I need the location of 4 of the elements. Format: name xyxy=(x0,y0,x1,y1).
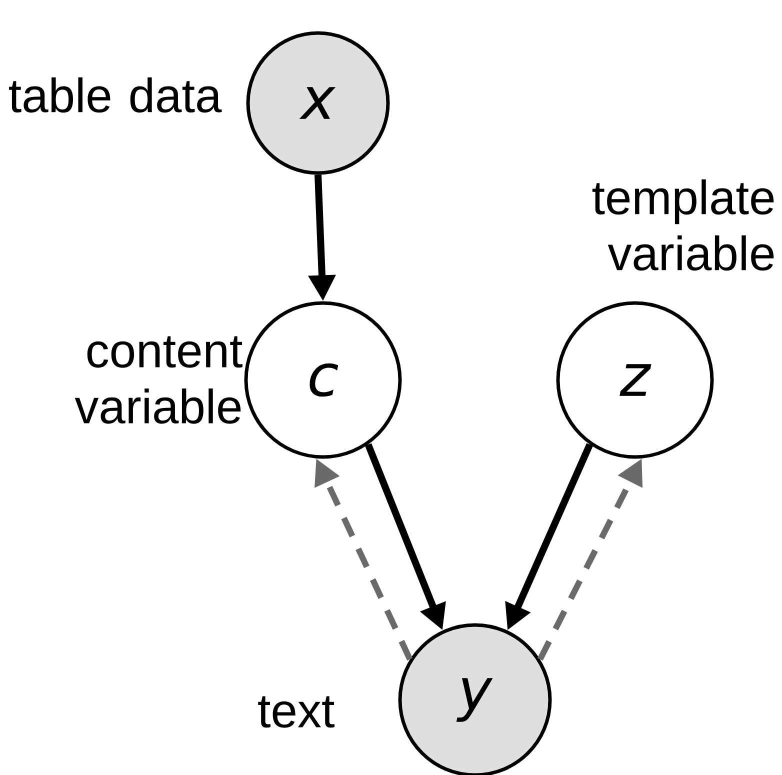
node-caption: template variable xyxy=(592,179,774,271)
node-caption: content variable xyxy=(74,336,242,424)
node-caption: table data xyxy=(9,77,222,113)
node-caption: text xyxy=(258,696,334,728)
